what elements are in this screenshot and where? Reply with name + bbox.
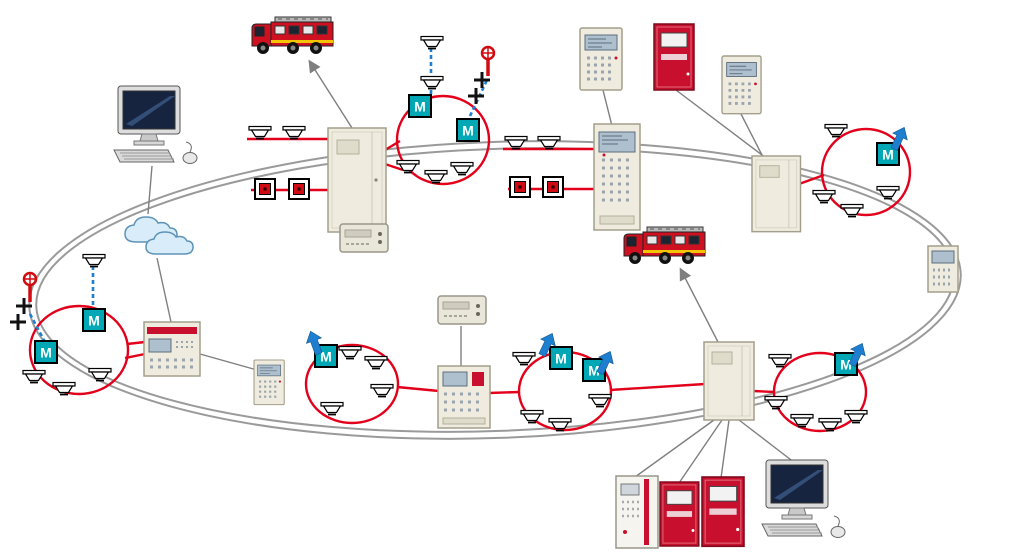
backbone-ring-outer: [28, 140, 962, 440]
fire-truck-middle: [623, 226, 706, 265]
loop-module: [549, 346, 573, 370]
smoke-detector: [338, 345, 362, 360]
loop-feed-panel6-left: [609, 382, 706, 392]
smoke-detector: [282, 125, 306, 140]
manual-call-point: [288, 178, 310, 200]
smoke-detector: [844, 409, 868, 424]
smoke-detector: [420, 75, 444, 90]
smoke-detector: [876, 185, 900, 200]
loop-feed-panel3: [798, 173, 825, 186]
manual-call-point: [254, 178, 276, 200]
smoke-detector: [520, 409, 544, 424]
detection-loop-top: [395, 94, 491, 186]
smoke-detector: [764, 395, 788, 410]
fire-panel-2: [592, 122, 642, 232]
red-cabinet-top: [653, 23, 695, 91]
detection-loop-left: [28, 304, 130, 396]
dispatch-arrow-panel1-to-truck: [308, 59, 353, 129]
manual-call-point: [542, 176, 564, 198]
smoke-detector: [364, 355, 388, 370]
loop-feed-panel1-top: [384, 139, 401, 152]
fire-panel-1: [327, 127, 387, 233]
lan-cloud-to-panel4: [156, 257, 172, 323]
loop-feed-panel1-bottom: [384, 162, 404, 172]
fire-truck-top: [251, 16, 334, 55]
red-cabinet-bottom-2: [701, 476, 745, 548]
loop-feed-panel6-right: [752, 389, 776, 394]
loop-feed-panel5-right: [488, 390, 521, 395]
loop-module: [456, 118, 480, 142]
smoke-detector: [320, 401, 344, 416]
io-module-top: [339, 223, 389, 253]
line-display-right-to-panel3: [740, 113, 764, 158]
loop-module: [408, 94, 432, 118]
lan-workstation-to-cloud: [147, 165, 153, 215]
detection-loop-bottom-left: [304, 343, 400, 425]
workstation-top-left: [113, 85, 198, 164]
loop-module: [82, 308, 106, 332]
remote-display-top: [578, 26, 624, 92]
red-cabinet-bottom-1: [659, 481, 700, 547]
line-panel6-to-workstation: [738, 419, 796, 464]
detection-loop-right: [820, 127, 912, 217]
manual-call-point: [509, 176, 531, 198]
remote-display-right: [720, 54, 763, 116]
fire-panel-5: [436, 364, 492, 430]
device-layer: [8, 16, 960, 550]
loop-feed-panel4-top: [126, 340, 146, 346]
line-panel6-to-white-cabinet: [634, 419, 715, 478]
loop-module: [34, 340, 58, 364]
valve-line-left: [28, 313, 47, 343]
line-panel6-to-red-cabinet-1: [678, 419, 723, 484]
line-panel6-to-red-cabinet-2: [720, 419, 730, 479]
fire-panel-6: [703, 341, 755, 421]
smoke-detector: [370, 383, 394, 398]
io-module-center: [437, 295, 487, 325]
dispatch-arrow-panel6-to-truck: [679, 267, 719, 343]
remote-display-small: [252, 358, 286, 406]
white-cabinet-bottom: [614, 474, 660, 550]
line-red-cabinet-top-to-panel3: [675, 89, 767, 159]
smoke-detector: [22, 369, 46, 384]
fire-panel-4: [142, 320, 202, 378]
smoke-detector: [420, 35, 444, 50]
line-display-top-to-panel2: [602, 89, 613, 127]
network-cloud: [124, 216, 194, 255]
smoke-detector: [396, 159, 420, 174]
ring-repeater: [926, 244, 960, 294]
smoke-detector: [450, 161, 474, 176]
fire-panel-3: [751, 155, 802, 233]
sprinkler-valve-cluster-top: [466, 45, 496, 106]
loop-feed-panel5-left: [396, 385, 440, 393]
smoke-detector: [248, 125, 272, 140]
smoke-detector: [537, 135, 561, 150]
smoke-detector: [82, 253, 106, 268]
backbone-ring-inner: [35, 147, 955, 433]
workstation-bottom-right: [761, 459, 846, 538]
loop-feed-panel4-bottom: [124, 352, 146, 360]
line-panel4-to-mini-display: [199, 353, 258, 371]
